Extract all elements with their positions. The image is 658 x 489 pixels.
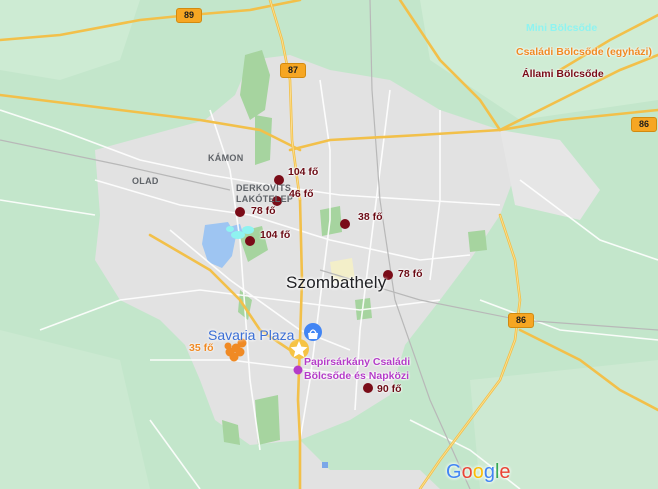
- legend-mini: Mini Bölcsőde: [526, 22, 598, 34]
- star-marker-icon[interactable]: [289, 339, 309, 359]
- google-logo[interactable]: Google: [446, 461, 511, 484]
- papirsarkany-label: Papírsárkány Családi Bölcsőde és Napközi: [304, 355, 410, 383]
- google-logo-text: Google: [446, 461, 511, 483]
- mini-bolcsode-markers[interactable]: [226, 226, 254, 239]
- legend-csaladi: Családi Bölcsőde (egyházi): [516, 46, 652, 58]
- csaladi-bolcsode-markers[interactable]: [224, 338, 247, 362]
- road-shield-86-south: 86: [508, 313, 534, 328]
- city-label: Szombathely: [286, 273, 387, 292]
- google-logo-letter: o: [472, 461, 484, 483]
- allami-bolcsode-markers[interactable]: [235, 175, 393, 393]
- shopping-pin-icon[interactable]: [304, 323, 322, 341]
- count-label: 38 fő: [358, 211, 383, 223]
- papirsarkany-label-line1: Papírsárkány Családi: [304, 356, 411, 368]
- count-label: 104 fő: [260, 229, 291, 241]
- papirsarkany-marker[interactable]: [293, 365, 303, 375]
- google-logo-letter: l: [494, 461, 500, 483]
- count-label: 104 fő: [288, 166, 319, 178]
- count-label: 90 fő: [377, 383, 402, 395]
- google-logo-letter: g: [483, 461, 495, 483]
- google-logo-letter: G: [446, 461, 462, 483]
- count-label: 78 fő: [398, 268, 423, 280]
- legend-allami: Állami Bölcsőde: [522, 68, 604, 80]
- place-label-derkovits: DERKOVITS: [236, 183, 292, 193]
- road-shield-86-east: 86: [631, 117, 657, 132]
- place-label-lakotelep: LAKÓTELEP: [236, 194, 294, 204]
- papirsarkany-label-line2: Bölcsőde és Napközi: [304, 370, 410, 382]
- road-shield-89: 89: [176, 8, 202, 23]
- road-shield-87: 87: [280, 63, 306, 78]
- count-label-csaladi: 35 fő: [189, 342, 214, 354]
- google-logo-letter: e: [499, 461, 511, 483]
- place-label-kamon: KÁMON: [208, 153, 244, 163]
- count-label: 46 fő: [289, 188, 314, 200]
- poi-label-savaria-plaza[interactable]: Savaria Plaza: [208, 327, 295, 343]
- google-logo-letter: o: [461, 461, 473, 483]
- count-label: 78 fő: [251, 205, 276, 217]
- place-label-olad: OLAD: [132, 176, 159, 186]
